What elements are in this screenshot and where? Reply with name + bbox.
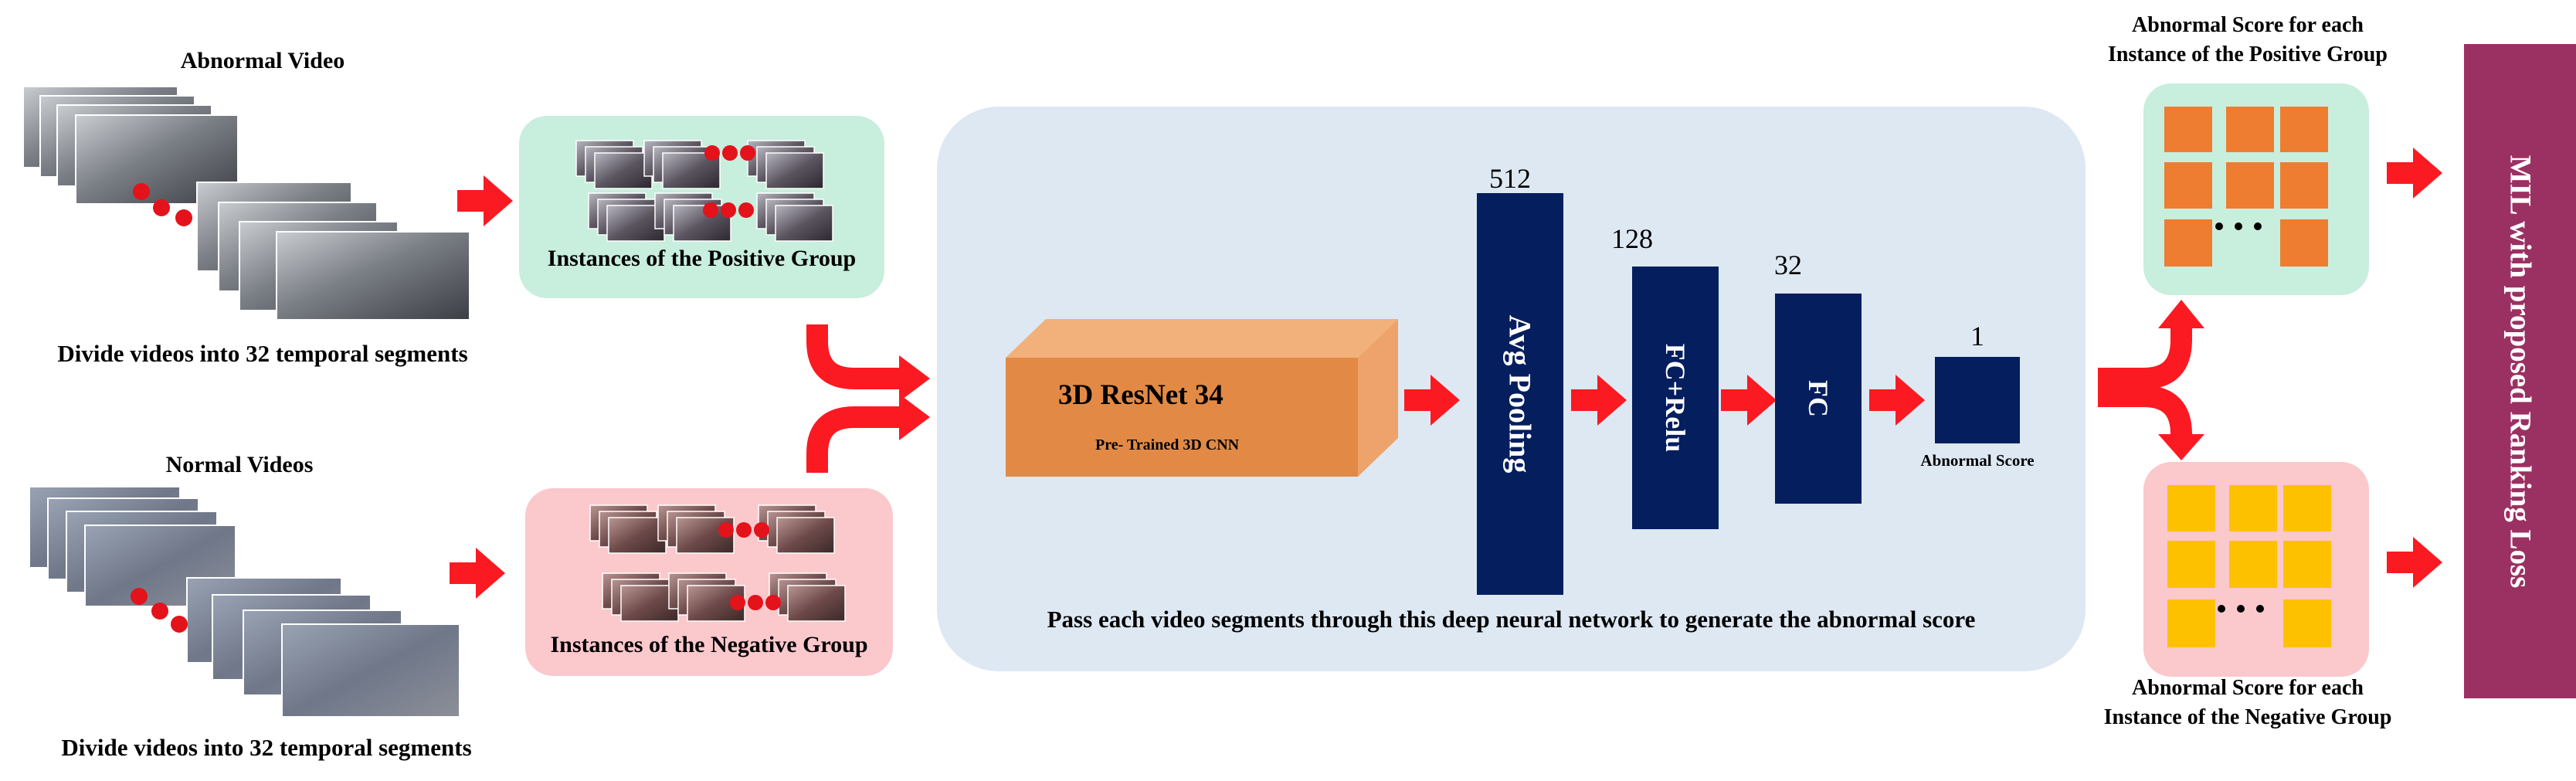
abnormal-score-block xyxy=(1935,357,2020,443)
abnormal-to-positive-arrow xyxy=(457,175,513,226)
score-dimension: 1 xyxy=(1970,321,1984,351)
positive-instance-dots xyxy=(703,145,755,218)
abnormal-score-label: Abnormal Score xyxy=(1920,451,2035,470)
fc-relu-label: FC+Relu xyxy=(1660,343,1691,453)
abnormal-video-frames-bottom xyxy=(196,182,470,321)
negative-score-title-line1: Abnormal Score for each xyxy=(2132,676,2364,700)
mil-ranking-loss-bar: MIL with proposed Ranking Loss xyxy=(2464,44,2576,698)
negative-score-title: Abnormal Score for each Instance of the … xyxy=(2039,674,2456,732)
resnet-to-avgpool-arrow xyxy=(1404,375,1460,426)
positive-score-title-line2: Instance of the Positive Group xyxy=(2108,42,2388,66)
normal-video-title: Normal Videos xyxy=(165,452,314,477)
resnet-3d-box xyxy=(1006,319,1398,477)
avgpool-to-fcrelu-arrow xyxy=(1571,375,1627,426)
positive-merge-arrow xyxy=(806,324,902,389)
abnormal-video-caption: Divide videos into 32 temporal segments xyxy=(57,340,468,367)
negative-score-title-line2: Instance of the Negative Group xyxy=(2103,705,2392,729)
positive-instance-thumbnails xyxy=(575,140,833,242)
negative-score-ellipsis xyxy=(2218,605,2264,613)
negative-group-label: Instances of the Negative Group xyxy=(550,632,868,657)
normal-ellipsis-dots xyxy=(131,588,188,633)
fc-to-score-arrow xyxy=(1869,375,1925,426)
negative-score-to-loss-arrow xyxy=(2387,537,2442,588)
negative-merge-arrow xyxy=(806,406,902,473)
positive-score-ellipsis xyxy=(2215,222,2262,230)
avgpool-dimension: 512 xyxy=(1489,163,1531,194)
resnet-subtitle: Pre- Trained 3D CNN xyxy=(1095,436,1240,453)
fcrelu-to-fc-arrow xyxy=(1721,375,1777,426)
normal-video-frames-top xyxy=(29,486,236,607)
network-caption: Pass each video segments through this de… xyxy=(1047,606,1976,633)
negative-score-squares xyxy=(2167,485,2331,647)
split-arrow xyxy=(2098,328,2192,436)
abnormal-ellipsis-dots xyxy=(133,183,192,226)
positive-group-label: Instances of the Positive Group xyxy=(547,246,857,271)
avg-pooling-block: Avg Pooling xyxy=(1477,193,1563,595)
fc-label: FC xyxy=(1803,380,1834,417)
positive-score-title-line1: Abnormal Score for each xyxy=(2132,13,2364,37)
fc-relu-block: FC+Relu xyxy=(1632,267,1719,529)
normal-video-caption: Divide videos into 32 temporal segments xyxy=(61,734,472,761)
positive-score-title: Abnormal Score for each Instance of the … xyxy=(2039,11,2456,70)
negative-instance-thumbnails xyxy=(589,504,846,622)
avg-pooling-label: Avg Pooling xyxy=(1502,314,1538,474)
abnormal-video-title: Abnormal Video xyxy=(180,48,345,73)
abnormal-video-frames-top xyxy=(22,86,239,205)
fc-dimension: 32 xyxy=(1774,250,1802,280)
fc-block: FC xyxy=(1775,294,1862,504)
fcrelu-dimension: 128 xyxy=(1611,223,1653,254)
normal-video-frames-bottom xyxy=(186,577,460,718)
positive-score-to-loss-arrow xyxy=(2387,148,2442,199)
normal-to-negative-arrow xyxy=(450,548,505,599)
positive-score-squares xyxy=(2164,107,2328,267)
resnet-title: 3D ResNet 34 xyxy=(1058,379,1224,411)
negative-instance-dots xyxy=(718,522,781,610)
mil-ranking-loss-label: MIL with proposed Ranking Loss xyxy=(2503,155,2537,588)
